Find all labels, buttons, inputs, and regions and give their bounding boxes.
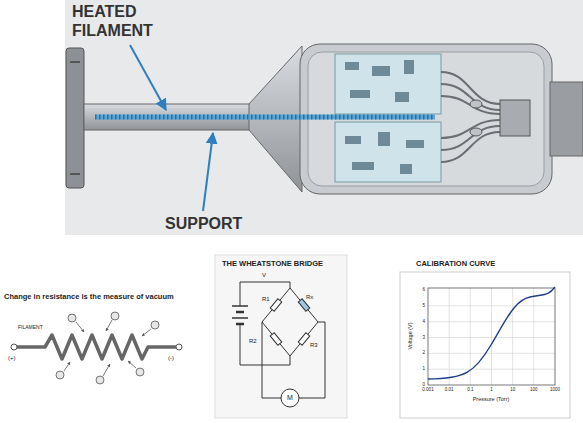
axis-tick: 1 [422,366,425,371]
axis-tick: 100 [530,387,538,392]
component-name: Rx [306,294,313,301]
axis-tick: 10 [510,387,515,392]
molecule-arrows [64,320,151,376]
part-label: HEATED FILAMENT [72,2,197,40]
axis-tick: 6 [422,287,425,292]
heated-filament [95,115,435,120]
panel [215,255,347,418]
terminal-sign: (+) [8,355,16,362]
axis-tick: 5 [422,303,425,308]
panel-title: THE WHEATSTONE BRIDGE [222,259,323,268]
part-label: SUPPORT [165,214,242,233]
plot-frame [428,288,555,385]
axis-tick: 1000 [550,387,560,392]
axis-tick: 3 [422,335,425,340]
axis-title: Pressure (Torr) [473,396,510,403]
component-name: R2 [249,338,257,345]
gas-molecules [56,312,159,384]
part-label: FILAMENT [18,324,43,330]
flange [66,48,84,188]
illustration-ground [65,0,583,235]
battery-symbol [232,306,248,330]
signal-name: V [262,272,266,279]
component-name: R3 [310,342,318,349]
axis-title: Voltage (V) [407,322,414,349]
panel-title: CALIBRATION CURVE [416,259,495,268]
wires [441,72,500,162]
axis-tick: 4 [422,319,425,324]
axis-tick: 0.1 [467,387,473,392]
leader-line [130,45,166,110]
resistor-symbol [270,299,309,345]
circuit-board [335,122,441,182]
circuit-board [335,54,441,114]
axis-tick: 2 [422,351,425,356]
component-name: R1 [262,296,270,303]
filament-resistor [11,335,182,359]
axis-tick: 0 [422,382,425,387]
leader-line [203,133,213,211]
meter-symbol: M [287,394,293,402]
axis-tick: 1 [490,387,493,392]
calibration-curve [428,287,555,379]
panel [400,272,570,418]
axis-tick: 0.001 [422,387,433,392]
axis-tick: 0.01 [445,387,454,392]
bridge-circuit [240,282,325,407]
panel-caption: Change in resistance is the measure of v… [4,292,174,301]
connector [550,82,583,156]
terminal-sign: (-) [168,355,174,362]
grid [428,288,555,385]
